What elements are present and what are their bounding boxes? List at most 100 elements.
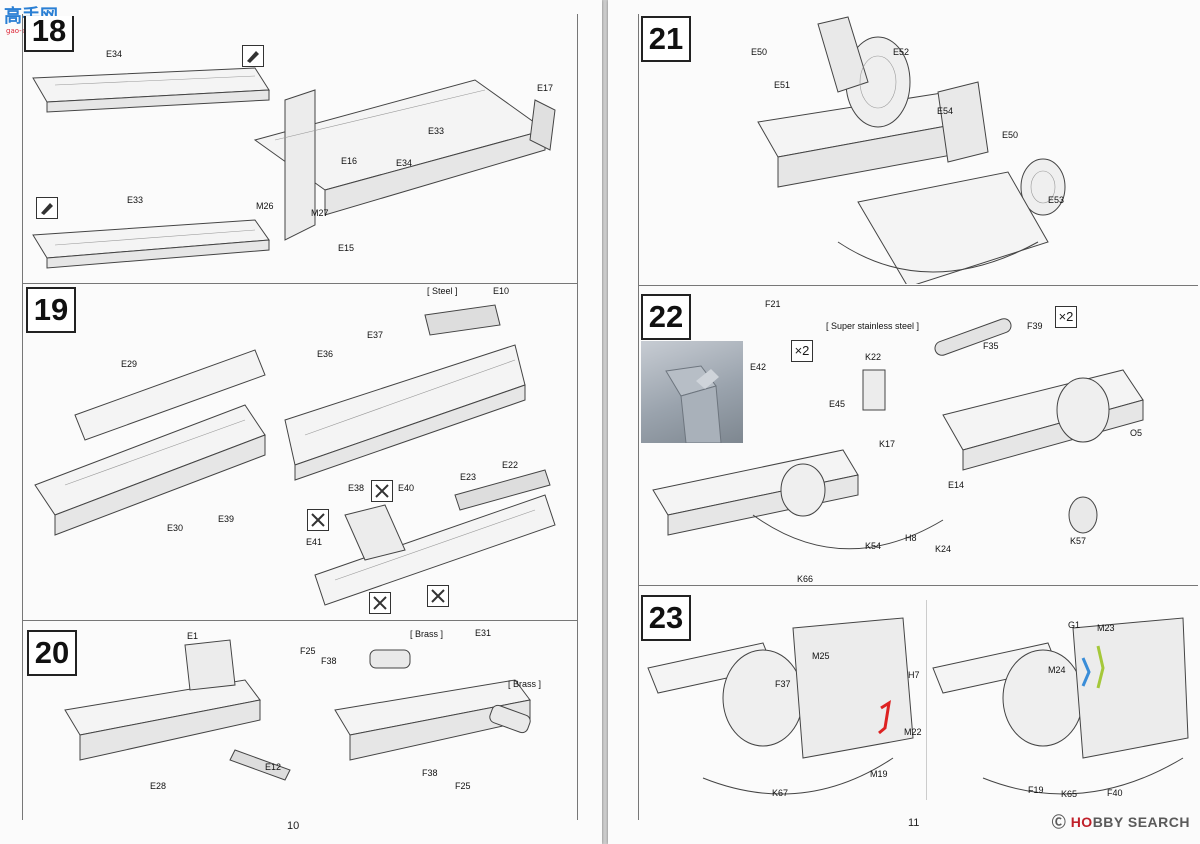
part-label: E51 <box>774 80 791 90</box>
part-label: E37 <box>367 330 384 340</box>
material-note: [ Brass ] <box>410 629 444 639</box>
part-label: E45 <box>829 399 846 409</box>
part-label: E33 <box>428 126 445 136</box>
part-label: E53 <box>1048 195 1065 205</box>
part-label: K57 <box>1070 536 1087 546</box>
part-label: O5 <box>1130 428 1143 438</box>
part-label: F19 <box>1028 785 1044 795</box>
step-divider <box>638 585 1198 586</box>
step-number-21: 21 <box>641 16 691 62</box>
part-label: E22 <box>502 460 519 470</box>
part-label: E17 <box>537 83 554 93</box>
part-label: F25 <box>455 781 471 791</box>
step-divider <box>22 620 578 621</box>
page-number: 10 <box>287 820 300 832</box>
part-label: K65 <box>1061 789 1078 799</box>
part-label: E52 <box>893 47 910 57</box>
part-label: E40 <box>398 483 415 493</box>
part-label: E50 <box>751 47 768 57</box>
part-label: K17 <box>879 439 896 449</box>
part-label: F38 <box>321 656 337 666</box>
part-label: E33 <box>127 195 144 205</box>
part-label: K54 <box>865 541 882 551</box>
part-label: E31 <box>475 628 492 638</box>
step-22-drawing <box>652 318 1144 550</box>
part-label: E23 <box>460 472 477 482</box>
quantity-multiplier: ×2 <box>791 340 813 362</box>
part-label: F40 <box>1107 788 1123 798</box>
part-label: E29 <box>121 359 138 369</box>
watermark-brand-rest: BBY SEARCH <box>1092 814 1190 830</box>
page-border-right <box>577 14 578 820</box>
part-label: M26 <box>256 201 274 211</box>
part-label: K66 <box>797 574 814 584</box>
part-label: M27 <box>311 208 329 218</box>
glue-icon <box>242 45 264 67</box>
material-note: [ Steel ] <box>427 286 458 296</box>
part-label: E34 <box>106 49 123 59</box>
part-label: K22 <box>865 352 882 362</box>
hobby-search-watermark: Ⓒ HOBBY SEARCH <box>1052 812 1190 832</box>
part-label: E16 <box>341 156 358 166</box>
step-18-drawing <box>32 67 556 269</box>
watermark-prefix: Ⓒ <box>1051 814 1067 830</box>
part-label: E28 <box>150 781 167 791</box>
material-note: [ Brass ] <box>508 679 542 689</box>
part-label: E30 <box>167 523 184 533</box>
part-label: K67 <box>772 788 789 798</box>
part-label: E14 <box>948 480 965 490</box>
cut-icon <box>307 509 329 531</box>
step-divider <box>22 283 578 284</box>
part-label: K24 <box>935 544 952 554</box>
step-number-19: 19 <box>26 287 76 333</box>
step-number-22: 22 <box>641 294 691 340</box>
part-label: F21 <box>765 299 781 309</box>
part-label: E34 <box>396 158 413 168</box>
step-19-drawing <box>34 304 556 606</box>
part-label: F35 <box>983 341 999 351</box>
step-21-drawing <box>757 16 1066 284</box>
part-label: E41 <box>306 537 323 547</box>
part-label: F38 <box>422 768 438 778</box>
part-label: G1 <box>1068 620 1081 630</box>
page-border-left <box>638 14 639 820</box>
part-label: F25 <box>300 646 316 656</box>
part-label: E50 <box>1002 130 1019 140</box>
cut-icon <box>369 592 391 614</box>
step-23-split <box>926 600 927 800</box>
material-note: [ Super stainless steel ] <box>826 321 920 331</box>
part-label: E54 <box>937 106 954 116</box>
step-number-20: 20 <box>27 630 77 676</box>
cut-icon <box>427 585 449 607</box>
part-label: E38 <box>348 483 365 493</box>
part-label: M22 <box>904 727 922 737</box>
instruction-page-right: 21 E50 E52 E51 E54 E50 E53 22 <box>608 0 1200 844</box>
page-number: 11 <box>908 817 920 829</box>
reference-photo <box>641 341 743 444</box>
part-label: E15 <box>338 243 355 253</box>
part-label: E12 <box>265 762 282 772</box>
part-label: M24 <box>1048 665 1066 675</box>
part-label: E36 <box>317 349 334 359</box>
part-label: M25 <box>812 651 830 661</box>
part-label: E39 <box>218 514 235 524</box>
watermark-brand-red: HO <box>1070 814 1093 830</box>
quantity-multiplier: ×2 <box>1055 306 1077 328</box>
cut-icon <box>371 480 393 502</box>
part-label: M19 <box>870 769 888 779</box>
step-20-drawing <box>64 639 531 781</box>
part-label: E42 <box>750 362 767 372</box>
part-label: E10 <box>493 286 510 296</box>
part-label: F37 <box>775 679 791 689</box>
page-border-left <box>22 14 23 820</box>
instruction-page-left: 高手网 gao-shou.com 18 E34 E17 E33 E16 <box>0 0 602 844</box>
part-label: M23 <box>1097 623 1115 633</box>
part-label: H8 <box>905 533 917 543</box>
part-label: E1 <box>187 631 199 641</box>
part-label: F39 <box>1027 321 1043 331</box>
glue-icon <box>36 197 58 219</box>
step-number-23: 23 <box>641 595 691 641</box>
part-label: H7 <box>908 670 920 680</box>
step-divider <box>638 285 1198 286</box>
step-23-drawing <box>647 617 1189 795</box>
